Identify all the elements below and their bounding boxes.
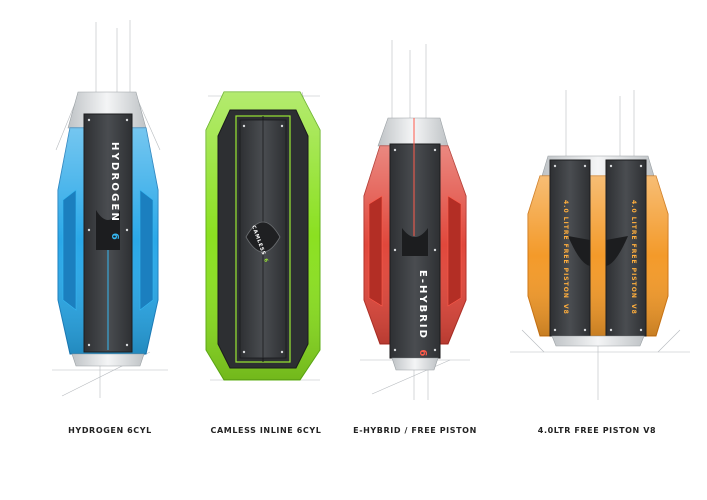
engine-e-hybrid: E-HYBRID 6 [360,40,470,400]
caption-e-hybrid: E-HYBRID / FREE PISTON [353,426,477,435]
sketch-lines-hydrogen [52,20,168,398]
caption-camless: CAMLESS INLINE 6CYL [210,426,322,435]
badge-text-v8-left: 4.0 LITRE FREE PISTON V8 [562,200,569,315]
badge-text-e-hybrid: E-HYBRID 6 [417,270,428,358]
badge-text-hydrogen: HYDROGEN 6 [109,142,120,242]
bolts-v8 [553,164,643,332]
bolts-hydrogen [87,118,129,347]
bolts-e-hybrid [393,148,437,352]
engine-v8: 4.0 LITRE FREE PISTON V8 4.0 LITRE FREE … [510,90,690,400]
sketch-lines-v8 [510,90,690,400]
badge-text-v8-right: 4.0 LITRE FREE PISTON V8 [630,200,637,315]
caption-v8: 4.0LTR FREE PISTON V8 [537,426,657,435]
center-badge-camless [245,221,281,253]
engine-hydrogen: HYDROGEN 6 [52,20,168,398]
caption-hydrogen: HYDROGEN 6CYL [68,426,152,435]
bolts-camless [242,124,284,354]
engine-camless: CAMLESS 6 [205,91,321,381]
sketch-lines-e-hybrid [360,40,470,400]
